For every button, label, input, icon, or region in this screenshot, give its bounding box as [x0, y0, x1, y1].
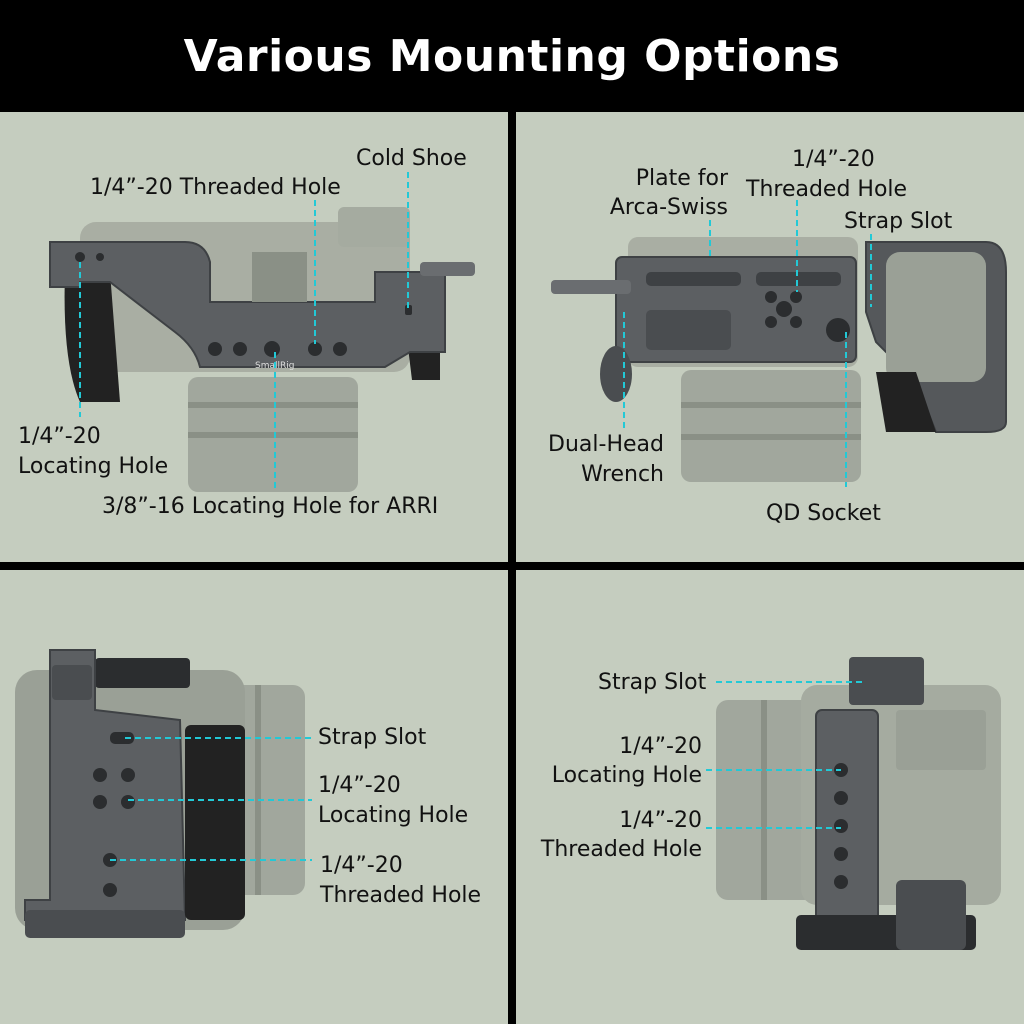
threaded-hole-label-line2: Threaded Hole	[746, 177, 908, 202]
wrench-label-line1: Dual-Head	[548, 432, 664, 457]
page-title: Various Mounting Options	[183, 30, 841, 82]
threaded-hole-label-line2: Threaded Hole	[540, 837, 702, 862]
threaded-hole-label-line1: 1/4”-20	[320, 853, 403, 878]
locating-hole-label-line2: Locating Hole	[551, 763, 702, 788]
locating-hole-label-line1: 1/4”-20	[318, 773, 401, 798]
panel-bottom-view: Plate for Arca-Swiss 1/4”-20 Threaded Ho…	[516, 112, 1024, 562]
camera-cage-right-illustration	[706, 657, 1001, 950]
threaded-hole-label-line2: Threaded Hole	[320, 883, 482, 908]
threaded-hole-label-line1: 1/4”-20	[619, 808, 702, 833]
panel-top-view: SmallRig Cold Shoe 1/4”-20 Threaded Hole…	[0, 112, 508, 562]
arri-hole-label: 3/8”-16 Locating Hole for ARRI	[102, 494, 439, 519]
locating-hole-label-line1: 1/4”-20	[18, 424, 101, 449]
camera-cage-top-illustration: SmallRig	[49, 172, 475, 492]
panel-right-side-view: Strap Slot 1/4”-20 Locating Hole 1/4”-20…	[516, 570, 1024, 1024]
threaded-hole-label: 1/4”-20 Threaded Hole	[90, 175, 341, 200]
locating-hole-label-line2: Locating Hole	[318, 803, 469, 828]
panel-left-side-view: Strap Slot 1/4”-20 Locating Hole 1/4”-20…	[0, 570, 508, 1024]
qd-socket-label: QD Socket	[766, 501, 881, 526]
plate-label-line2: Arca-Swiss	[609, 195, 728, 220]
camera-cage-left-illustration	[15, 649, 312, 938]
strap-slot-label: Strap Slot	[598, 670, 707, 695]
wrench-label-line2: Wrench	[581, 462, 664, 487]
locating-hole-label-line2: Locating Hole	[18, 454, 169, 479]
locating-hole-label-line1: 1/4”-20	[619, 734, 702, 759]
threaded-hole-label-line1: 1/4”-20	[792, 147, 875, 172]
title-banner: Various Mounting Options	[0, 0, 1024, 112]
camera-cage-bottom-illustration	[551, 200, 1007, 487]
cold-shoe-label: Cold Shoe	[356, 146, 467, 171]
plate-label-line1: Plate for	[635, 166, 728, 191]
strap-slot-label: Strap Slot	[318, 725, 427, 750]
strap-slot-label: Strap Slot	[844, 209, 953, 234]
